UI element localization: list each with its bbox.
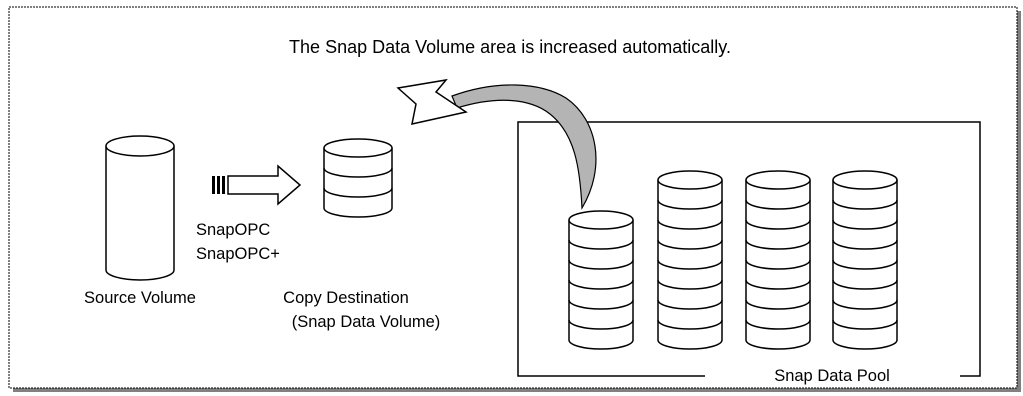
expand-arrow-head [396, 78, 468, 125]
snap-data-pool: Snap Data Pool [517, 121, 981, 385]
cylinder-segment-line [568, 299, 634, 310]
cylinder-segment-line [323, 167, 393, 178]
copy-arrow-stripe [217, 176, 220, 194]
cylinder-body [323, 148, 393, 218]
snap-data-pool-volume [568, 210, 634, 350]
source-volume-icon [105, 135, 175, 281]
snap-data-pool-volume [745, 170, 811, 350]
cylinder-body [657, 180, 723, 350]
cylinder-top [745, 170, 811, 190]
cylinder-segment-line [657, 259, 723, 270]
snapopc-plus-label: SnapOPC+ [196, 245, 280, 263]
source-volume-top [105, 135, 175, 157]
snap-data-pool-label: Snap Data Pool [774, 367, 890, 385]
diagram-caption: The Snap Data Volume area is increased a… [289, 37, 731, 57]
cylinder-segment-line [745, 279, 811, 290]
expand-arrow-icon [396, 78, 597, 211]
snap-data-pool-volume [832, 170, 898, 350]
copy-arrow-icon [212, 164, 302, 206]
source-volume-body [105, 146, 175, 281]
snapopc-label: SnapOPC [196, 221, 270, 239]
cylinder-segment-line [568, 259, 634, 270]
cylinder-segment-line [832, 319, 898, 330]
cylinder-body [832, 180, 898, 350]
cylinder-segment-line [657, 299, 723, 310]
snap-data-pool-border [517, 121, 981, 377]
cylinder-segment-line [745, 319, 811, 330]
cylinder-segment-line [657, 319, 723, 330]
cylinder-top [323, 138, 393, 158]
cylinder-top [832, 170, 898, 190]
cylinder-segment-line [657, 199, 723, 210]
cylinder-segment-line [832, 259, 898, 270]
cylinder-segment-line [832, 279, 898, 290]
cylinder-top [657, 170, 723, 190]
cylinder-top [568, 210, 634, 230]
cylinder-body [745, 180, 811, 350]
copy-destination-label-line2: (Snap Data Volume) [292, 313, 441, 331]
cylinder-segment-line [832, 299, 898, 310]
cylinder-segment-line [745, 199, 811, 210]
copy-arrow-stripe [212, 176, 215, 194]
snap-data-pool-volume [657, 170, 723, 350]
cylinder-segment-line [745, 219, 811, 230]
copy-arrow-head [227, 164, 302, 206]
copy-arrow-stripe [222, 176, 225, 194]
cylinder-segment-line [832, 199, 898, 210]
cylinder-segment-line [568, 279, 634, 290]
cylinder-segment-line [657, 279, 723, 290]
copy-destination-icon [323, 138, 393, 218]
copy-destination-cylinder [323, 138, 393, 218]
cylinder-segment-line [568, 319, 634, 330]
cylinder-segment-line [745, 299, 811, 310]
cylinder-segment-line [745, 239, 811, 250]
expand-arrow-body [451, 84, 597, 211]
cylinder-segment-line [832, 219, 898, 230]
cylinder-segment-line [832, 239, 898, 250]
cylinder-segment-line [657, 219, 723, 230]
snap-data-pool-volumes [568, 170, 898, 350]
source-volume-label: Source Volume [84, 289, 196, 307]
cylinder-segment-line [568, 239, 634, 250]
cylinder-segment-line [323, 187, 393, 198]
cylinder-body [568, 220, 634, 350]
cylinder-segment-line [657, 239, 723, 250]
copy-destination-label-line1: Copy Destination [283, 289, 409, 307]
cylinder-segment-line [745, 259, 811, 270]
